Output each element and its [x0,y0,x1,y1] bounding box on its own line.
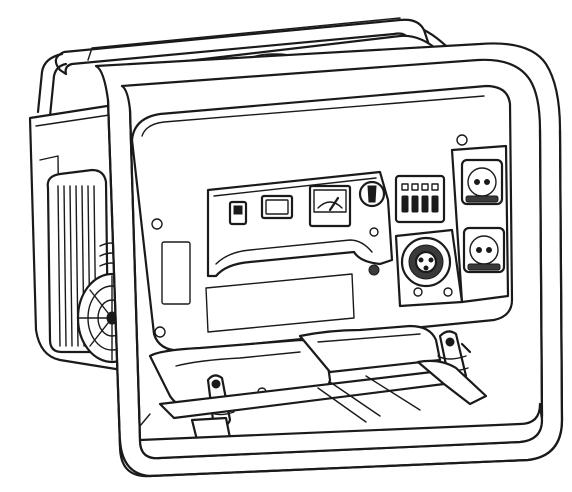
frame-opening [130,84,514,352]
front-frame-bottom [106,98,564,478]
